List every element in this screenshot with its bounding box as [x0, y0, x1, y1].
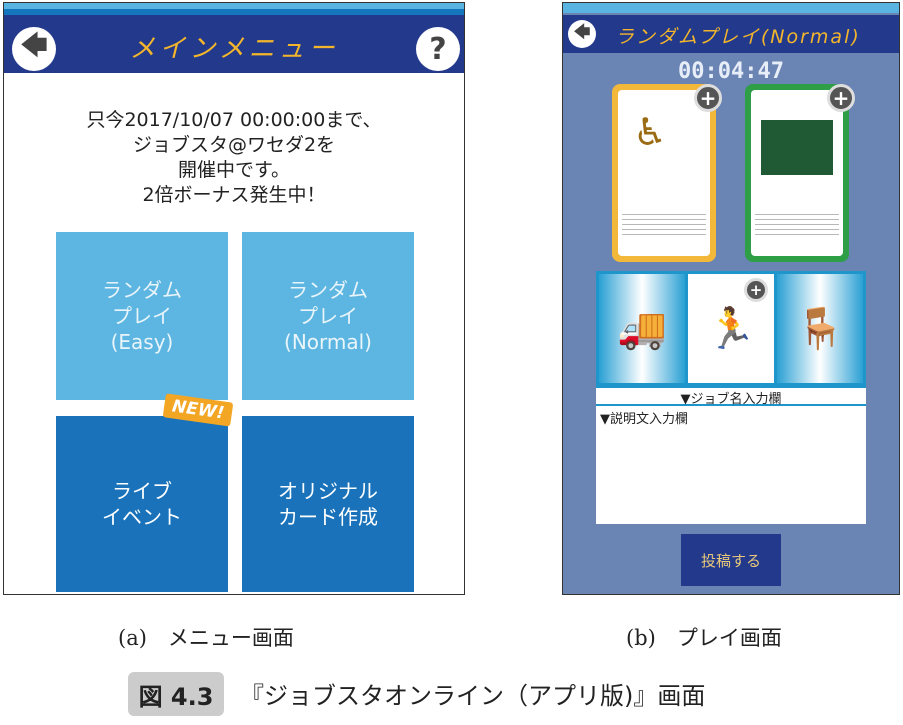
- card-text: [622, 210, 706, 238]
- play-header: [563, 15, 899, 53]
- elderly-people-icon: ♿: [633, 110, 668, 154]
- status-stripe: [563, 3, 899, 13]
- arrow-left-icon: 🡄: [573, 21, 591, 41]
- back-button[interactable]: 🡄: [12, 27, 56, 71]
- zoom-in-icon[interactable]: +: [827, 84, 855, 112]
- card-text: [755, 210, 839, 238]
- zoom-in-icon[interactable]: +: [694, 84, 722, 112]
- job-card-green[interactable]: +: [745, 84, 855, 262]
- truck-image[interactable]: 🚚: [599, 274, 685, 383]
- timer: 00:04:47: [678, 59, 784, 84]
- original-card-tile[interactable]: オリジナル カード作成: [242, 416, 414, 592]
- menu-screen: 🡄 メインメニュー ? 只今2017/10/07 00:00:00まで、 ジョブ…: [3, 2, 465, 595]
- status-stripe: [4, 3, 464, 13]
- notice-line: 2倍ボーナス発生中！: [142, 184, 326, 206]
- notice-line: 開催中です。: [177, 159, 291, 181]
- help-button[interactable]: ?: [416, 27, 460, 71]
- hospital-icon: [761, 120, 833, 175]
- menu-header: [4, 15, 464, 73]
- figure-title: 『ジョブスタオンライン（アプリ版)』画面: [240, 682, 706, 710]
- page-title: メインメニュー: [129, 34, 339, 64]
- play-screen: 🡄 ランダムプレイ(Normal) 00:04:47 ♿ + + 🚚 🏃+ 🪑 …: [562, 2, 900, 595]
- arrow-left-icon: 🡄: [20, 31, 48, 61]
- job-card-yellow[interactable]: ♿ +: [612, 84, 722, 262]
- caption-a: (a) メニュー画面: [118, 626, 294, 650]
- seated-person-image[interactable]: 🪑: [777, 274, 863, 383]
- random-play-easy-tile[interactable]: ランダム プレイ (Easy): [56, 232, 228, 400]
- zoom-in-icon[interactable]: +: [744, 278, 768, 302]
- event-notice: 只今2017/10/07 00:00:00まで、 ジョブスタ@ワセダ2を 開催中…: [4, 108, 464, 208]
- page-title: ランダムプレイ(Normal): [615, 26, 861, 48]
- description-input[interactable]: ▼説明文入力欄: [596, 406, 866, 524]
- figure-label: 図 4.3: [128, 672, 224, 716]
- notice-line: 只今2017/10/07 00:00:00まで、: [86, 109, 382, 131]
- relay-runners-image[interactable]: 🏃+: [688, 274, 774, 383]
- job-name-input[interactable]: ▼ジョブ名入力欄: [596, 386, 866, 407]
- post-button[interactable]: 投稿する: [681, 534, 781, 586]
- caption-b: (b) プレイ画面: [626, 626, 782, 650]
- image-carousel[interactable]: 🚚 🏃+ 🪑: [596, 271, 866, 386]
- random-play-normal-tile[interactable]: ランダム プレイ (Normal): [242, 232, 414, 400]
- back-button[interactable]: 🡄: [568, 20, 596, 48]
- notice-line: ジョブスタ@ワセダ2を: [132, 134, 336, 156]
- status-stripe: [4, 9, 464, 15]
- live-event-tile[interactable]: ライブ イベント: [56, 416, 228, 592]
